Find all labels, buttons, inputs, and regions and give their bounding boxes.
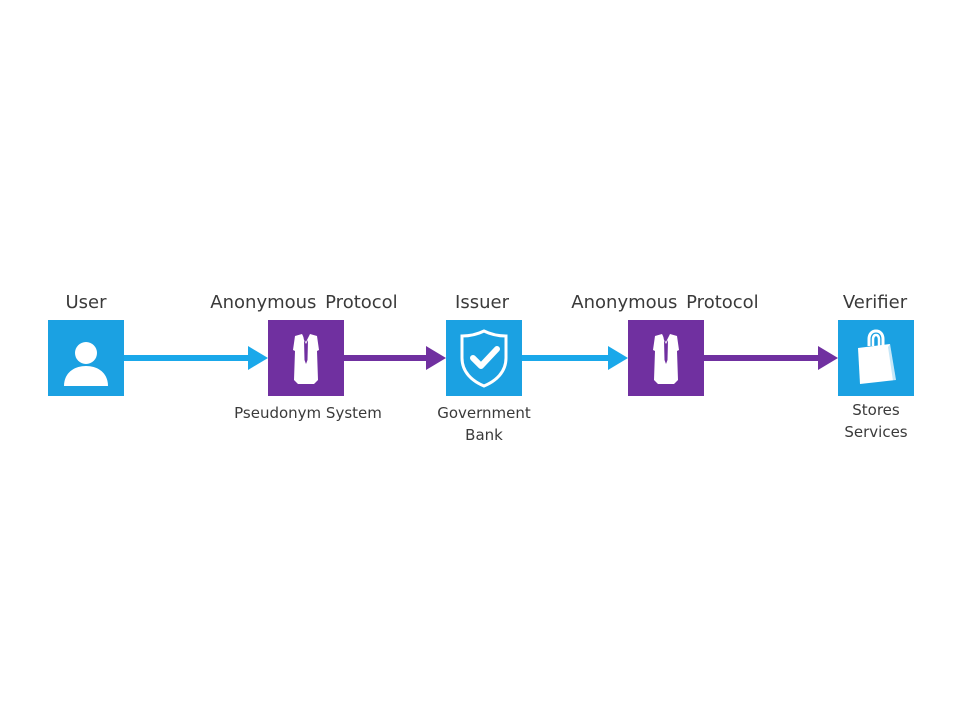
shield-check-icon [460,329,508,388]
caption-line: Bank [465,426,503,444]
caption-line: Pseudonym System [234,404,382,422]
edge-issuer-to-protocol-2 [521,346,628,370]
caption-line: Stores [852,401,900,419]
shopping-bag-icon [858,329,896,384]
node-title-protocol-1: Anonymous Protocol [210,292,398,313]
caption-line: Services [844,423,908,441]
edge-protocol-1-to-issuer [343,346,446,370]
node-caption-protocol-1: Pseudonym System [208,402,408,424]
node-protocol-1 [268,320,344,396]
node-caption-issuer: Government Bank [424,402,544,446]
node-title-verifier: Verifier [842,292,908,313]
node-title-user: User [65,292,107,313]
node-issuer [446,320,522,396]
node-user [48,320,124,396]
caption-line: Government [437,404,531,422]
edge-protocol-2-to-verifier [703,346,838,370]
node-title-protocol-2: Anonymous Protocol [571,292,759,313]
node-title-issuer: Issuer [455,292,509,313]
node-caption-verifier: Stores Services [826,399,926,443]
node-verifier [838,320,914,396]
node-protocol-2 [628,320,704,396]
suit-icon [293,334,319,384]
user-icon [64,342,108,386]
edge-user-to-protocol-1 [124,346,268,370]
suit-icon [653,334,679,384]
